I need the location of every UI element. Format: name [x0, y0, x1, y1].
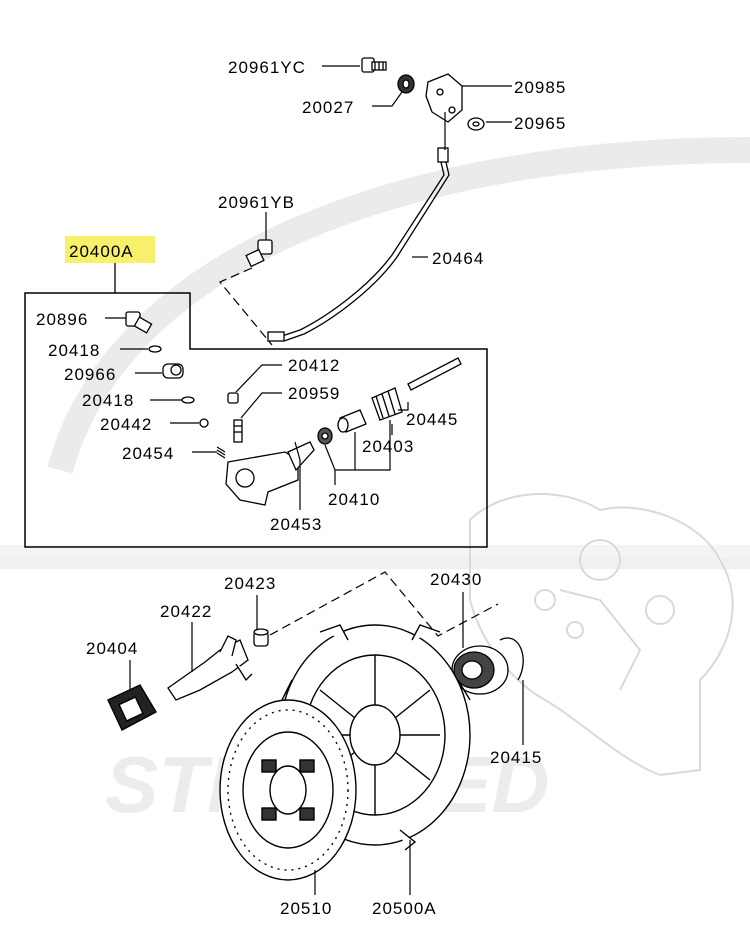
label-20422[interactable]: 20422: [160, 602, 212, 621]
label-20423[interactable]: 20423: [224, 574, 276, 593]
label-20896[interactable]: 20896: [36, 310, 88, 329]
label-20966[interactable]: 20966: [64, 365, 116, 384]
highlight-20400A: [65, 236, 155, 263]
leader-lines: [105, 317, 409, 510]
pivot-20423[interactable]: [253, 628, 269, 647]
label-20959[interactable]: 20959: [288, 384, 340, 403]
label-20965[interactable]: 20965: [514, 114, 566, 133]
label-20445[interactable]: 20445: [406, 410, 458, 429]
seal-20410[interactable]: [317, 427, 333, 445]
union-20966[interactable]: [162, 363, 184, 379]
label-20412[interactable]: 20412: [288, 356, 340, 375]
cap-20442[interactable]: [199, 418, 209, 428]
label-20454[interactable]: 20454: [122, 444, 174, 463]
pushrod-20445[interactable]: [407, 357, 462, 391]
screw-20959[interactable]: [233, 419, 243, 443]
label-20400A[interactable]: 20400A: [69, 242, 134, 261]
label-20500A[interactable]: 20500A: [372, 899, 437, 918]
label-20027[interactable]: 20027: [302, 98, 354, 117]
bolt-20961YC[interactable]: [361, 57, 387, 73]
label-20985[interactable]: 20985: [514, 78, 566, 97]
label-20442[interactable]: 20442: [100, 415, 152, 434]
label-20961YC[interactable]: 20961YC: [228, 58, 306, 77]
washer-20965[interactable]: [467, 117, 485, 131]
nipple-20412[interactable]: [227, 392, 239, 404]
bellows-boot[interactable]: [371, 387, 403, 421]
boot-20453[interactable]: [287, 441, 315, 472]
dashed-guide-20961YB: [219, 267, 273, 346]
top-leaders: [265, 65, 512, 258]
spring-20454[interactable]: [216, 446, 226, 459]
transmission-outline: [469, 493, 734, 777]
label-20453[interactable]: 20453: [270, 515, 322, 534]
watermark-band: [0, 545, 750, 557]
clip-20418-a[interactable]: [148, 345, 162, 353]
piston-20403[interactable]: [337, 409, 367, 433]
assembly-box: [24, 292, 488, 548]
clip-20418-b[interactable]: [181, 396, 195, 404]
label-20403[interactable]: 20403: [362, 437, 414, 456]
label-20464[interactable]: 20464: [432, 249, 484, 268]
bushing-20027[interactable]: [397, 74, 415, 94]
label-20510[interactable]: 20510: [280, 899, 332, 918]
slave-cylinder-body[interactable]: [225, 451, 299, 506]
release-fork-boot-20404[interactable]: [107, 684, 157, 731]
part-labels: 20961YC 20985 20027 20965 20961YB 20400A…: [36, 58, 566, 918]
pipe-20464[interactable]: [267, 147, 450, 342]
bolt-20961YB[interactable]: [245, 239, 273, 268]
clutch-disc-20510[interactable]: [219, 699, 357, 881]
label-20415[interactable]: 20415: [490, 748, 542, 767]
label-20404[interactable]: 20404: [86, 639, 138, 658]
release-fork-20422[interactable]: [167, 635, 253, 701]
label-20430[interactable]: 20430: [430, 570, 482, 589]
label-20418-a[interactable]: 20418: [48, 341, 100, 360]
watermark: [0, 137, 750, 569]
label-20410[interactable]: 20410: [328, 490, 380, 509]
label-20961YB[interactable]: 20961YB: [218, 193, 295, 212]
bracket-20985[interactable]: [425, 73, 463, 123]
label-20418-b[interactable]: 20418: [82, 391, 134, 410]
clip-20415[interactable]: [499, 637, 524, 681]
release-bearing-20430[interactable]: [451, 645, 509, 695]
dashed-guide-bearing: [269, 571, 499, 637]
bolt-20896[interactable]: [125, 311, 153, 334]
